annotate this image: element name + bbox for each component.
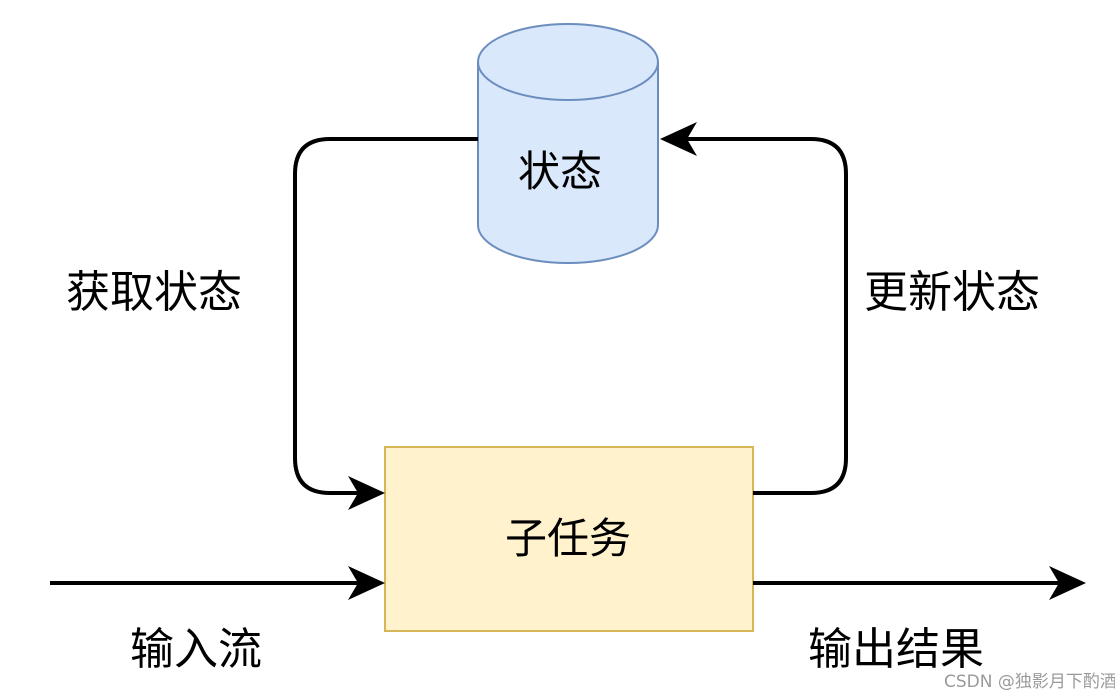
input-stream-edge-label: 输入流 (130, 624, 262, 675)
state-cylinder (477, 23, 659, 264)
get-state-arrowhead (348, 476, 385, 510)
watermark: CSDN @独影月下酌酒 (944, 672, 1115, 692)
get-state-edge (293, 137, 478, 498)
subtask-box (384, 446, 754, 632)
state-node-label: 状态 (518, 147, 603, 196)
subtask-node-label: 子任务 (505, 514, 632, 563)
state-cylinder-body (477, 62, 659, 264)
output-result-edge-label: 输出结果 (808, 624, 984, 675)
update-state-edge-label: 更新状态 (864, 267, 1040, 318)
input-stream-arrowhead (348, 566, 385, 600)
get-state-edge-label: 获取状态 (66, 267, 242, 318)
output-result-arrowhead (1049, 566, 1086, 600)
state-cylinder-top (477, 23, 659, 101)
update-state-edge (672, 137, 848, 495)
update-state-arrowhead (660, 122, 697, 156)
